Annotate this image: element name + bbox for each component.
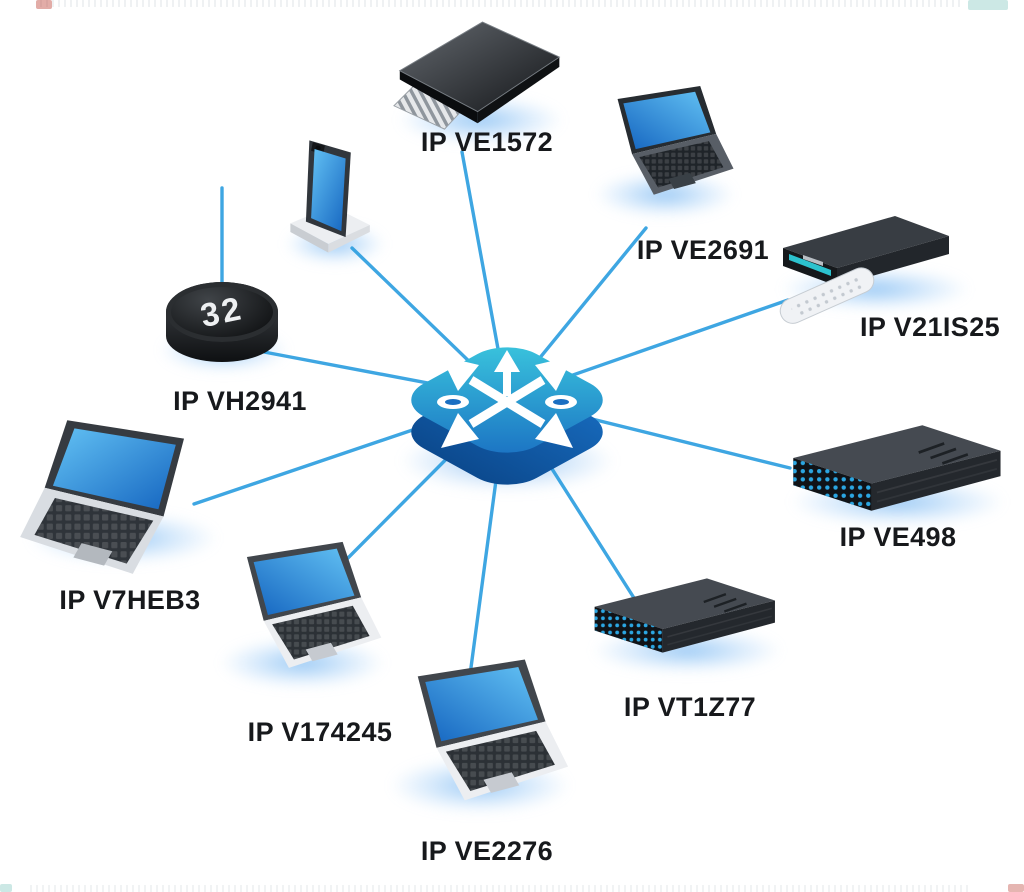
device-server-bottom (585, 572, 783, 659)
hub-arrows-icon (437, 350, 577, 448)
edge-artifact (968, 0, 1008, 10)
edge-artifact (36, 0, 52, 9)
device-server-right (782, 418, 1010, 518)
phone-icon (290, 140, 370, 253)
device-laptop-top-right (590, 80, 735, 200)
remote-control-icon (779, 267, 875, 324)
device-label: IP V7HEB3 (59, 585, 201, 615)
device-flash-drive (392, 18, 572, 140)
device-label: IP VE498 (839, 522, 957, 552)
device-smart-puck: 32 (160, 282, 284, 368)
device-label: IP VE2276 (420, 836, 554, 866)
edge-artifact (0, 884, 12, 892)
laptop-icon (417, 659, 569, 801)
laptop-icon (246, 541, 382, 668)
device-label: IP V21IS25 (859, 312, 1001, 342)
laptop-screen (52, 428, 176, 510)
device-label: IP V174245 (247, 717, 393, 747)
puck-top (166, 282, 278, 342)
router-icon (411, 347, 603, 485)
set-top-box-icon (779, 216, 949, 324)
device-label: IP VH2941 (173, 386, 307, 416)
laptop-icon (617, 85, 734, 195)
edge-artifact (40, 0, 960, 7)
device-laptop-left (18, 412, 223, 581)
device-laptop-mid (215, 535, 383, 674)
device-label: IP VT1Z77 (623, 692, 757, 722)
device-set-top-box (775, 210, 975, 325)
device-label: IP VE1572 (420, 127, 554, 157)
network-hub (385, 308, 630, 503)
laptop-icon (20, 420, 185, 574)
laptop-screen (623, 91, 711, 150)
device-label: IP VE2691 (636, 235, 770, 265)
laptop-screen (253, 548, 355, 615)
server-icon (793, 425, 1001, 511)
laptop-screen (425, 667, 538, 742)
server-led-grille (594, 606, 663, 653)
server-icon (594, 578, 775, 653)
server-led-grille (793, 458, 872, 511)
edge-artifact (1008, 884, 1024, 892)
device-phone-dock (280, 135, 375, 265)
edge-artifact (30, 885, 970, 892)
front-accent-stripe (789, 254, 831, 276)
device-laptop-bottom (382, 652, 570, 807)
flash-drive-icon (393, 21, 561, 130)
